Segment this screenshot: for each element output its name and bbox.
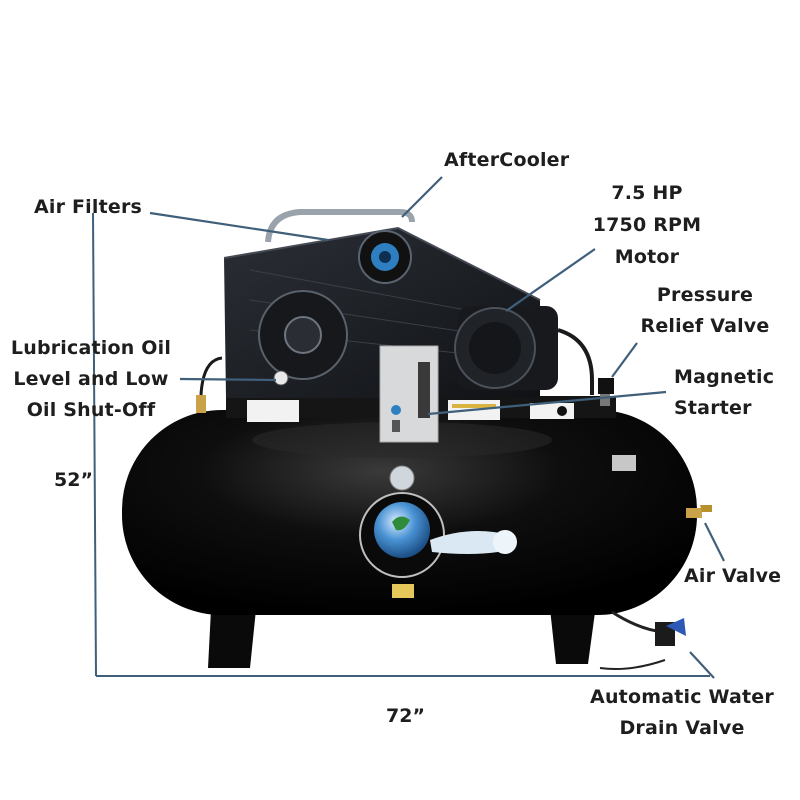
motor-label-line3: Motor — [614, 246, 680, 268]
aftercooler-label: AfterCooler — [444, 149, 570, 171]
drain-valve-label-line1: Automatic Water — [590, 686, 774, 708]
aftercooler-tube — [265, 209, 415, 243]
leader-air-valve — [704, 522, 725, 562]
magnetic-starter-label-line2: Starter — [674, 397, 752, 419]
leader-motor — [505, 248, 596, 312]
leader-aftercooler — [401, 176, 443, 218]
leader-magnetic-starter — [427, 390, 667, 416]
leader-lube-oil — [179, 377, 277, 382]
pressure-relief-label-line2: Relief Valve — [640, 315, 770, 337]
oil-sight-glass — [196, 356, 289, 413]
motor-label-line2: 1750 RPM — [592, 214, 702, 236]
automatic-drain-valve — [599, 610, 686, 670]
electric-motor — [454, 306, 594, 395]
air-force-logo — [359, 492, 517, 578]
width-dimension-label: 72” — [386, 705, 425, 727]
leader-pressure-relief — [611, 342, 638, 378]
lube-oil-label-line2: Level and Low — [13, 368, 169, 390]
magnetic-starter-label-line1: Magnetic — [674, 366, 775, 388]
air-filters-label: Air Filters — [34, 196, 143, 218]
motor-label-line1: 7.5 HP — [611, 182, 683, 204]
dimension-lines — [92, 212, 710, 677]
air-valve-label: Air Valve — [684, 565, 782, 587]
compressor-pump — [258, 230, 412, 380]
leader-air-filters — [149, 211, 329, 242]
pressure-relief-valve — [598, 378, 614, 406]
drain-valve-label-line2: Drain Valve — [619, 717, 745, 739]
height-dimension-line — [92, 212, 97, 677]
magnetic-starter-box — [379, 345, 439, 443]
lube-oil-label-line3: Oil Shut-Off — [26, 399, 156, 421]
lube-oil-label-line1: Lubrication Oil — [10, 337, 172, 359]
air-outlet-valve — [686, 505, 712, 518]
height-dimension-label: 52” — [54, 469, 93, 491]
callout-leader-lines — [149, 176, 725, 679]
pressure-relief-label-line1: Pressure — [656, 284, 754, 306]
leader-drain-valve — [689, 651, 715, 679]
